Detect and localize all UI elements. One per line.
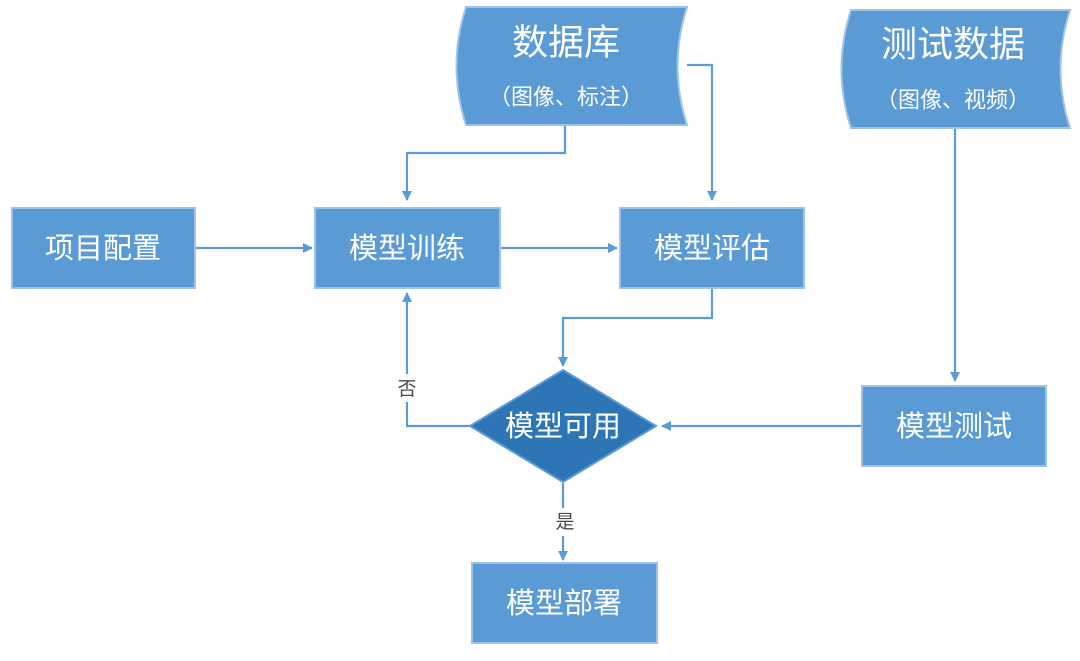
model-test-label: 模型测试: [896, 409, 1012, 443]
project-config-label: 项目配置: [45, 231, 161, 265]
model-training-label: 模型训练: [349, 231, 465, 265]
node-database: 数据库 （图像、标注）: [455, 6, 689, 126]
model-usable-label: 模型可用: [505, 409, 621, 443]
node-model-deploy: 模型部署: [471, 562, 658, 644]
edge-label-yes: 是: [555, 511, 574, 533]
edge-label-no-bg: [396, 374, 418, 402]
edge-label-yes-bg: [551, 508, 577, 536]
node-model-usable-decision: 模型可用: [468, 368, 658, 484]
edge-label-no: 否: [397, 378, 416, 400]
model-deploy-label: 模型部署: [506, 586, 622, 620]
edge-database-to-evaluation: [687, 63, 717, 201]
node-project-config: 项目配置: [11, 207, 196, 289]
edge-evaluation-to-decision: [558, 288, 714, 367]
edge-decision-no-to-training: [402, 292, 470, 428]
node-model-evaluation: 模型评估: [619, 207, 805, 289]
model-evaluation-label: 模型评估: [654, 231, 770, 265]
database-title: 数据库: [512, 23, 620, 64]
test-data-subtitle: （图像、视频）: [876, 89, 1030, 114]
node-test-data: 测试数据 （图像、视频）: [840, 9, 1072, 129]
test-data-title: 测试数据: [881, 25, 1025, 66]
node-model-training: 模型训练: [314, 207, 501, 289]
node-model-test: 模型测试: [861, 385, 1047, 467]
edge-database-to-training: [402, 125, 567, 201]
database-subtitle: （图像、标注）: [489, 86, 643, 111]
edges: [196, 63, 960, 561]
